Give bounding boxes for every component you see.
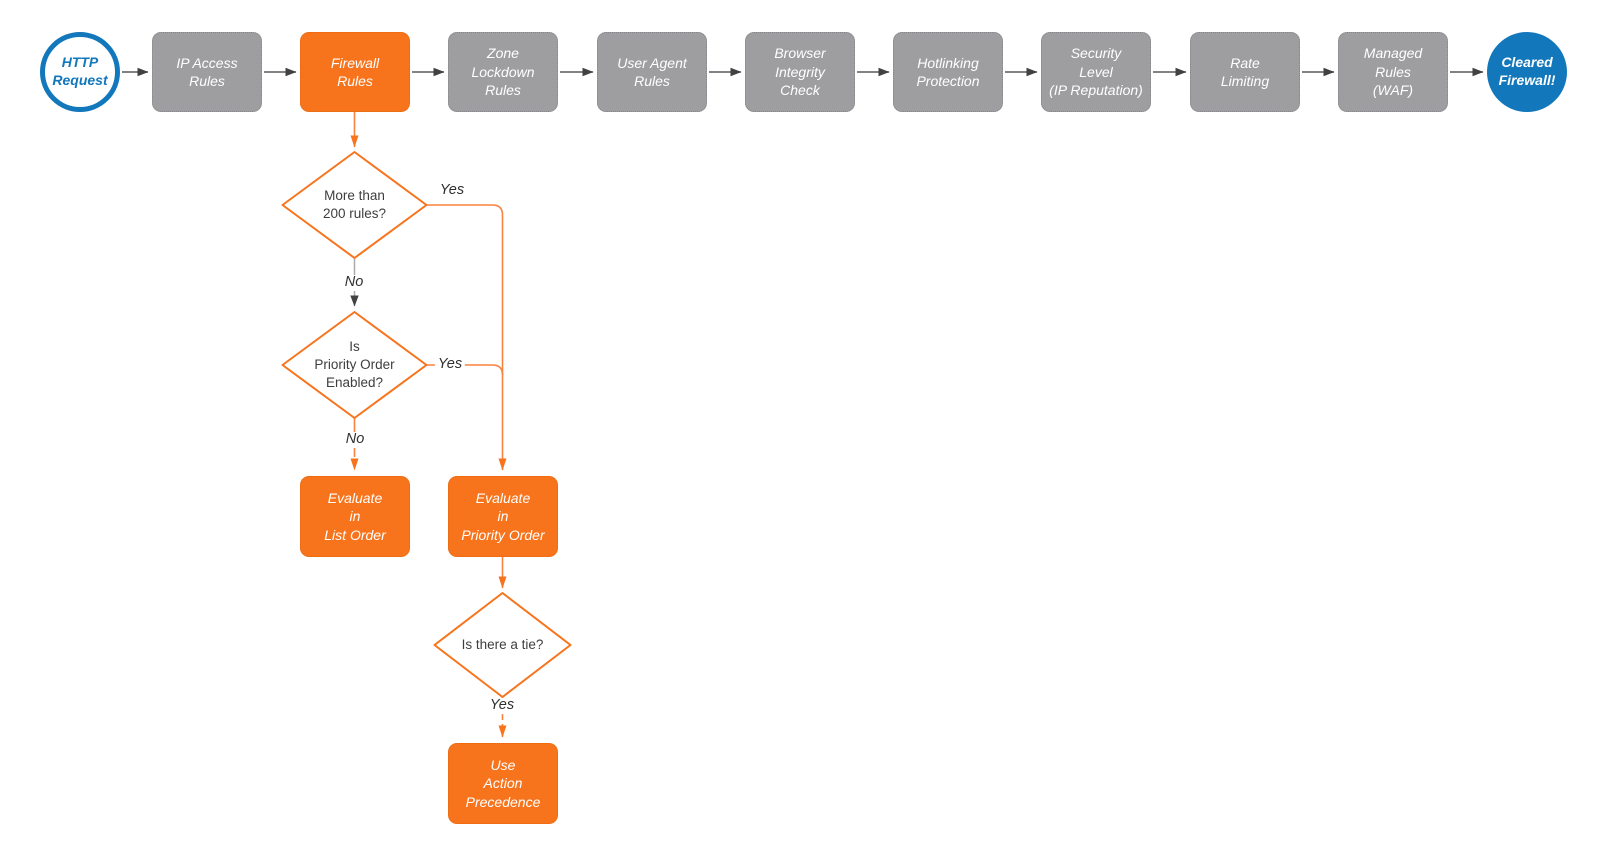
pipeline-box-user-agent-rules: User Agent Rules [597, 32, 707, 112]
pipeline-box-label: Managed Rules (WAF) [1363, 45, 1423, 99]
action-box-evaluate-in-list-order: Evaluate in List Order [300, 476, 410, 557]
pipeline-box-browser-integrity-check: Browser Integrity Check [745, 32, 855, 112]
pipeline-box-firewall-rules: Firewall Rules [300, 32, 410, 112]
action-box-evaluate-in-priority-order: Evaluate in Priority Order [448, 476, 558, 557]
action-box-label: Evaluate in List Order [324, 489, 386, 543]
end-node-label: Cleared Firewall! [1498, 54, 1556, 88]
decision-diamonds [281, 151, 572, 698]
pipeline-box-zone-lockdown-rules: Zone Lockdown Rules [448, 32, 558, 112]
edge-label-no-decision-1: No [341, 274, 367, 291]
edge-label-yes-decision-2: Yes [434, 356, 466, 373]
pipeline-box-label: Browser Integrity Check [774, 45, 826, 99]
decision-label: More than 200 rules? [322, 187, 387, 221]
pipeline-box-label: Security Level (IP Reputation) [1049, 45, 1143, 99]
arrow-decision-2-yes-merge [427, 364, 504, 376]
pipeline-box-ip-access-rules: IP Access Rules [152, 32, 262, 112]
start-node-label: HTTP Request [52, 54, 108, 88]
pipeline-box-label: Firewall Rules [330, 54, 380, 89]
decision-priority-order-enabled: Is Priority Order Enabled? [288, 318, 421, 412]
pipeline-box-hotlinking-protection: Hotlinking Protection [893, 32, 1003, 112]
decision-diamond-is-there-a-tie [433, 592, 572, 698]
end-node-cleared-firewall: Cleared Firewall! [1487, 32, 1567, 112]
edge-label-yes-decision-3: Yes [486, 697, 518, 714]
pipeline-box-label: IP Access Rules [176, 54, 238, 89]
start-node-http-request: HTTP Request [40, 32, 120, 112]
pipeline-box-label: Zone Lockdown Rules [471, 45, 535, 99]
pipeline-box-label: Hotlinking Protection [916, 54, 980, 89]
pipeline-box-security-level: Security Level (IP Reputation) [1041, 32, 1151, 112]
decision-diamond-more-than-200-rules [281, 151, 428, 259]
pipeline-box-label: User Agent Rules [617, 54, 687, 89]
decision-is-there-a-tie: Is there a tie? [441, 599, 564, 691]
decision-label: Is there a tie? [461, 636, 544, 652]
pipeline-box-rate-limiting: Rate Limiting [1190, 32, 1300, 112]
action-box-label: Use Action Precedence [465, 756, 541, 810]
edge-label-no-decision-2: No [342, 431, 368, 448]
edge-label-yes-decision-1: Yes [436, 182, 468, 199]
action-box-label: Evaluate in Priority Order [461, 489, 545, 543]
pipeline-box-label: Rate Limiting [1220, 54, 1270, 89]
decision-label: Is Priority Order Enabled? [314, 338, 395, 391]
action-box-use-action-precedence: Use Action Precedence [448, 743, 558, 824]
pipeline-box-managed-rules-waf: Managed Rules (WAF) [1338, 32, 1448, 112]
decision-diamond-priority-order-enabled [281, 311, 428, 419]
decision-more-than-200-rules: More than 200 rules? [288, 158, 421, 252]
arrow-decision-1-yes-to-priority-order [427, 204, 507, 471]
